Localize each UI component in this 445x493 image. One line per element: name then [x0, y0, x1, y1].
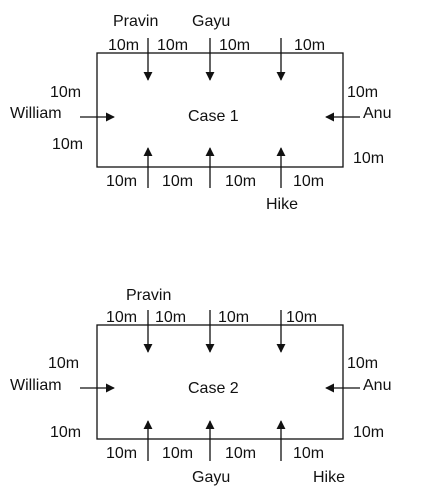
case-2-bottom-segment-4: 10m — [293, 445, 324, 462]
case-2-right-segment-1: 10m — [347, 355, 378, 372]
case-1-rectangle — [96, 52, 344, 168]
case-1-left-segment-2: 10m — [52, 136, 83, 153]
case-1-bottom-segment-4: 10m — [293, 173, 324, 190]
case-1-left-segment-1: 10m — [50, 84, 81, 101]
case-1-right-segment-2: 10m — [353, 150, 384, 167]
case-1-top-segment-3: 10m — [219, 37, 250, 54]
case-1-name-hike: Hike — [266, 196, 298, 213]
case-2-bottom-segment-1: 10m — [106, 445, 137, 462]
case-2-name-pravin: Pravin — [126, 287, 171, 304]
case-2-name-anu: Anu — [363, 377, 391, 394]
case-1-name-pravin: Pravin — [113, 13, 158, 30]
case-1-title: Case 1 — [188, 108, 239, 125]
case-1-name-anu: Anu — [363, 105, 391, 122]
case-2-name-william: William — [10, 377, 62, 394]
case-2-diagram: Pravin William Anu Gayu Hike Case 2 10m … — [10, 287, 391, 486]
case-1-top-segment-4: 10m — [294, 37, 325, 54]
case-1-bottom-segment-2: 10m — [162, 173, 193, 190]
case-2-title: Case 2 — [188, 380, 239, 397]
case-1-name-gayu: Gayu — [192, 13, 230, 30]
case-2-bottom-segment-2: 10m — [162, 445, 193, 462]
case-2-name-gayu: Gayu — [192, 469, 230, 486]
case-2-name-hike: Hike — [313, 469, 345, 486]
case-2-top-segment-3: 10m — [218, 309, 249, 326]
case-1-top-segment-2: 10m — [157, 37, 188, 54]
case-2-left-segment-2: 10m — [50, 424, 81, 441]
case-2-bottom-segment-3: 10m — [225, 445, 256, 462]
case-2-right-segment-2: 10m — [353, 424, 384, 441]
case-1-name-william: William — [10, 105, 62, 122]
case-1-bottom-segment-3: 10m — [225, 173, 256, 190]
case-1-top-segment-1: 10m — [108, 37, 139, 54]
case-1-diagram: Pravin Gayu William Anu Hike Case 1 10m … — [10, 13, 391, 213]
case-1-right-segment-1: 10m — [347, 84, 378, 101]
case-2-rectangle — [96, 324, 344, 440]
case-2-left-segment-1: 10m — [48, 355, 79, 372]
case-1-bottom-segment-1: 10m — [106, 173, 137, 190]
case-2-top-segment-1: 10m — [106, 309, 137, 326]
case-2-top-segment-2: 10m — [155, 309, 186, 326]
case-2-top-segment-4: 10m — [286, 309, 317, 326]
